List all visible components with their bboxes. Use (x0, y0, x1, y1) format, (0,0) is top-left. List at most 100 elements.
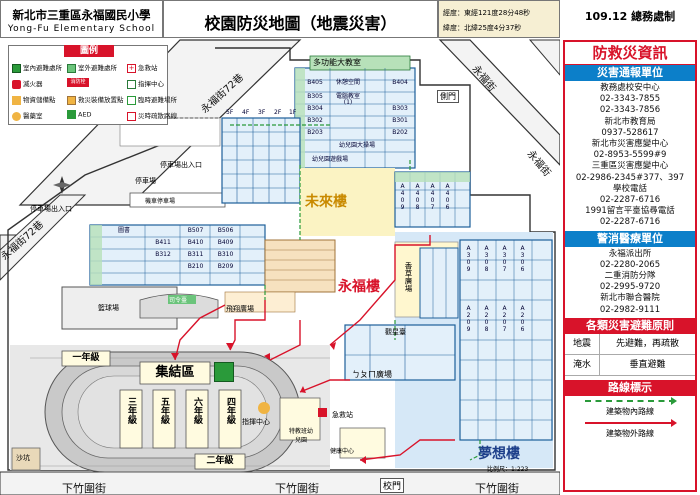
report-section-title: 災害通報單位 (565, 65, 695, 81)
floor-1f: 1F (289, 109, 297, 116)
bike-parking: 機車停車場 (145, 198, 176, 205)
room-b305: B305 (307, 93, 323, 100)
room-a307: A307 (501, 245, 508, 273)
room-computer-1: 電腦教室(1) (335, 93, 360, 106)
floor-5f: 5F (226, 109, 234, 116)
medical-line: 永福派出所 (608, 248, 652, 259)
room-a306: A306 (519, 245, 526, 273)
room-b202: B202 (392, 129, 408, 136)
parking-entrance-top: 停車場出入口 (160, 161, 202, 169)
xiangcao-square: 香草廣場 (404, 262, 413, 292)
medical-icon (12, 111, 21, 121)
report-line: 新北市教育局 (604, 116, 656, 127)
grade-6-area: 六年級 (192, 397, 202, 424)
report-line: 02-2986-2345#377、397 (575, 172, 685, 183)
campus-map-graphic (0, 39, 560, 495)
room-b209: B209 (217, 263, 234, 270)
room-b304: B304 (307, 105, 323, 112)
room-b302: B302 (307, 117, 323, 124)
report-line: 02-3343-7855 (599, 94, 661, 105)
room-a207: A207 (501, 305, 508, 333)
room-b507: B507 (187, 227, 204, 234)
room-b405: B405 (307, 79, 323, 86)
grade-1-area: 一年級 (72, 353, 100, 363)
latitude-text: 緯度：北緯25度4分37秒 (443, 24, 522, 32)
basketball-court: 籃球場 (98, 304, 119, 312)
legend-evac-route: 災時疏散路線 (127, 110, 177, 121)
parking-top: 停車場 (135, 177, 156, 185)
school-name-en: Yong-Fu Elementary School (7, 24, 156, 34)
room-a208: A208 (483, 305, 490, 333)
aed-icon (67, 110, 76, 119)
panel-title: 防救災資訊 (565, 42, 695, 65)
grade-4-area: 四年級 (225, 397, 235, 424)
health-room-label: 健康中心 (330, 448, 355, 455)
command-center-icon (127, 79, 136, 89)
room-b303: B303 (392, 105, 408, 112)
room-a409: A409 (399, 183, 406, 211)
outdoor-shelter-icon (67, 63, 76, 73)
room-b203: B203 (307, 129, 323, 136)
principle-rule: 先避難，再疏散 (615, 338, 679, 349)
campus-map: 新北市三重區永福國民小學 Yong-Fu Elementary School 校… (0, 0, 560, 495)
fire-hydrant-icon: 消防栓 (67, 78, 89, 87)
legend-aed: AED (67, 110, 92, 119)
supplies-icon (12, 95, 21, 105)
principle-type: 淹水 (565, 354, 600, 375)
building-yongfu: 永福樓 (338, 279, 380, 295)
report-line: 教務處校安中心 (600, 83, 660, 93)
room-b411: B411 (155, 239, 171, 246)
report-line: 學校電話 (612, 183, 647, 194)
outdoor-route-arrow-icon (671, 418, 677, 427)
room-b410: B410 (187, 239, 204, 246)
legend-indoor-shelter: 室內避難處所 (12, 62, 62, 73)
map-title: 校園防災地圖（地震災害） (204, 14, 397, 33)
legend-extinguisher: 滅火器 (12, 78, 43, 89)
room-a309: A309 (465, 245, 472, 273)
room-b301: B301 (392, 117, 408, 124)
route-legend: 建築物內路線 建築物外路線 (565, 396, 695, 440)
medical-list: 永福派出所 02-2280-2065 二重消防分隊 02-2995-9720 新… (565, 247, 695, 318)
legend-title: 圖例 (64, 45, 114, 57)
fire-extinguisher-icon (12, 79, 21, 89)
room-a406: A406 (444, 183, 451, 211)
school-name: 新北市三重區永福國民小學 (12, 8, 151, 22)
indoor-shelter-icon (12, 63, 21, 73)
medical-line: 02-2995-9720 (599, 282, 661, 293)
first-aid-icon (318, 408, 327, 417)
room-rest-area: 休憩空間 (335, 79, 360, 86)
disaster-info-panel: 防救災資訊 災害通報單位 教務處校安中心 02-3343-7855 02-334… (563, 40, 697, 492)
scale-label: 比例尺：1:223 (487, 466, 529, 473)
outdoor-route-label: 建築物外路線 (606, 428, 654, 438)
report-line: 02-3343-7856 (599, 105, 661, 116)
library: 圖書 (117, 227, 130, 234)
floor-3f: 3F (258, 109, 266, 116)
kindergarten-field: 幼兒園大操場 (338, 142, 375, 149)
room-b506: B506 (217, 227, 234, 234)
route-section-title: 路線標示 (565, 379, 695, 396)
report-line: 0937-528617 (601, 127, 659, 138)
rescue-equipment-icon (67, 95, 76, 105)
room-b312: B312 (155, 251, 171, 258)
principle-section-title: 各類災害避難原則 (565, 317, 695, 334)
command-center-icon (258, 402, 270, 414)
legend-command: 指揮中心 (127, 78, 164, 89)
room-b210: B210 (187, 263, 204, 270)
floor-2f: 2F (274, 109, 282, 116)
principle-row: 淹水 垂直避難 (565, 354, 695, 376)
street-xiazhu-right: 下竹圍街 (475, 482, 519, 495)
command-center-label: 指揮中心 (242, 418, 270, 426)
building-weilai: 未來樓 (305, 194, 347, 210)
principle-rule: 垂直避難 (629, 359, 666, 370)
room-a408: A408 (414, 183, 421, 211)
building-mengxiang: 夢想樓 (478, 446, 520, 462)
room-b310: B310 (217, 251, 234, 258)
drama-stage: 司令臺 (169, 297, 188, 304)
grade-2-area: 二年級 (206, 456, 234, 466)
principle-type: 地震 (565, 333, 600, 354)
multi-purpose-room: 多功能大教室 (313, 58, 361, 67)
legend-supplies: 物資儲備點 (12, 94, 56, 105)
room-a206: A206 (519, 305, 526, 333)
coordinates-box: 經度：東經121度28分48秒 緯度：北緯25度4分37秒 (438, 0, 560, 38)
